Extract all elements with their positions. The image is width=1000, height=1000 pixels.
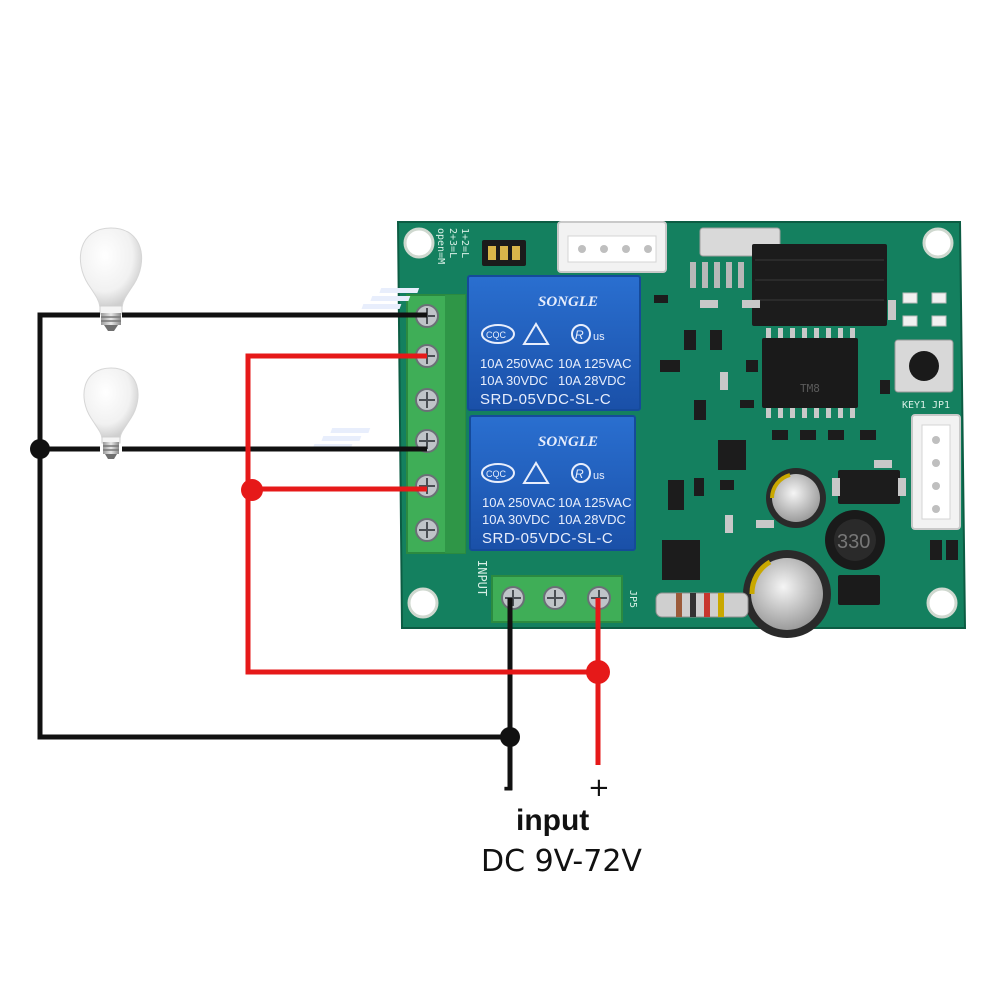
relay-output-terminal-block — [406, 294, 466, 554]
terminal-screw[interactable] — [415, 474, 439, 498]
songle-logo-icon — [312, 428, 371, 449]
terminal-screw[interactable] — [415, 388, 439, 412]
svg-text:CQC: CQC — [486, 330, 507, 340]
side-connector — [911, 414, 961, 530]
smd-resistors — [700, 300, 896, 533]
terminal-housing-edge — [445, 295, 465, 553]
junction-dot — [30, 439, 50, 459]
relay-model: SRD-05VDC-SL-C — [482, 530, 613, 547]
mode-jumper: 1+2=L 2+3=L open=M — [435, 228, 526, 266]
relay-rating: 10A 125VAC — [558, 356, 631, 371]
voltage-range-label: DC 9V-72V — [481, 844, 642, 879]
jp5-label: JP5 — [627, 590, 638, 608]
relay-brand: SONGLE — [538, 434, 598, 450]
regulator-chip — [838, 575, 880, 605]
ic-marking: TM8 — [800, 382, 820, 395]
negative-label: - — [503, 773, 514, 803]
relay-model: SRD-05VDC-SL-C — [480, 391, 611, 408]
cert-mark-icon: CQC R us — [481, 461, 605, 484]
power-inductor: 330 — [825, 510, 885, 570]
status-led — [902, 315, 918, 327]
black-wire-bulb1-return — [37, 312, 100, 449]
electrolytic-capacitor-large — [743, 550, 831, 638]
status-led-d2 — [931, 292, 947, 304]
mounting-hole — [403, 227, 435, 259]
status-led-d1 — [902, 292, 918, 304]
junction-dot — [241, 479, 263, 501]
light-bulb-icon — [83, 367, 139, 459]
svg-text:us: us — [593, 470, 605, 482]
relay-rating: 10A 28VDC — [558, 373, 626, 388]
relay-rating: 10A 30VDC — [482, 512, 550, 527]
top-connector — [557, 221, 667, 273]
diode-pad — [898, 478, 906, 496]
learn-button[interactable]: KEY1 JP1 — [894, 339, 954, 411]
mounting-hole — [407, 587, 439, 619]
diode — [838, 470, 900, 504]
light-bulb-icon — [80, 227, 142, 331]
input-silkscreen: INPUT — [475, 560, 489, 596]
cert-mark-icon: CQC R us — [481, 322, 605, 345]
songle-logo-icon — [361, 288, 420, 309]
svg-text:R: R — [575, 467, 584, 481]
mode-label-2: 2+3=L — [447, 228, 458, 258]
relay-2: SONGLE CQC R us 10A 250VAC 10A 125VAC 10… — [312, 415, 636, 551]
relay-rating: 10A 28VDC — [558, 512, 626, 527]
relay-rating: 10A 250VAC — [482, 495, 555, 510]
black-wire-negative-bus — [37, 449, 510, 740]
relay-1: SONGLE CQC R us 10A 250VAC 10A 125VAC 10… — [361, 275, 641, 411]
junction-dot — [586, 660, 610, 684]
mode-label-3: open=M — [435, 228, 446, 264]
inductor-marking: 330 — [837, 531, 870, 553]
diode-pad — [832, 478, 840, 496]
relay-rating: 10A 30VDC — [480, 373, 548, 388]
svg-text:R: R — [575, 328, 584, 342]
terminal-screw[interactable] — [415, 518, 439, 542]
relay-rating: 10A 250VAC — [480, 356, 553, 371]
power-resistor — [655, 592, 749, 618]
status-led — [931, 315, 947, 327]
decoder-ic: TM8 — [762, 328, 858, 418]
relay-module-board: 1+2=L 2+3=L open=M — [312, 221, 967, 638]
smd-components — [654, 295, 958, 580]
jp1-label: JP1 — [932, 400, 950, 411]
terminal-screw[interactable] — [543, 586, 567, 610]
mounting-hole — [922, 227, 954, 259]
input-label: input — [516, 804, 589, 837]
terminal-screw[interactable] — [501, 586, 525, 610]
rf-receiver-module — [690, 227, 887, 326]
mode-label-1: 1+2=L — [459, 228, 470, 258]
positive-label: + — [588, 773, 610, 803]
key1-label: KEY1 — [902, 400, 926, 411]
relay-rating: 10A 125VAC — [558, 495, 631, 510]
svg-text:us: us — [593, 331, 605, 343]
mounting-hole — [926, 587, 958, 619]
svg-text:CQC: CQC — [486, 469, 507, 479]
junction-dot — [500, 727, 520, 747]
relay-brand: SONGLE — [538, 294, 598, 310]
electrolytic-capacitor-small — [766, 468, 826, 528]
red-wire-positive-bus — [245, 353, 598, 675]
